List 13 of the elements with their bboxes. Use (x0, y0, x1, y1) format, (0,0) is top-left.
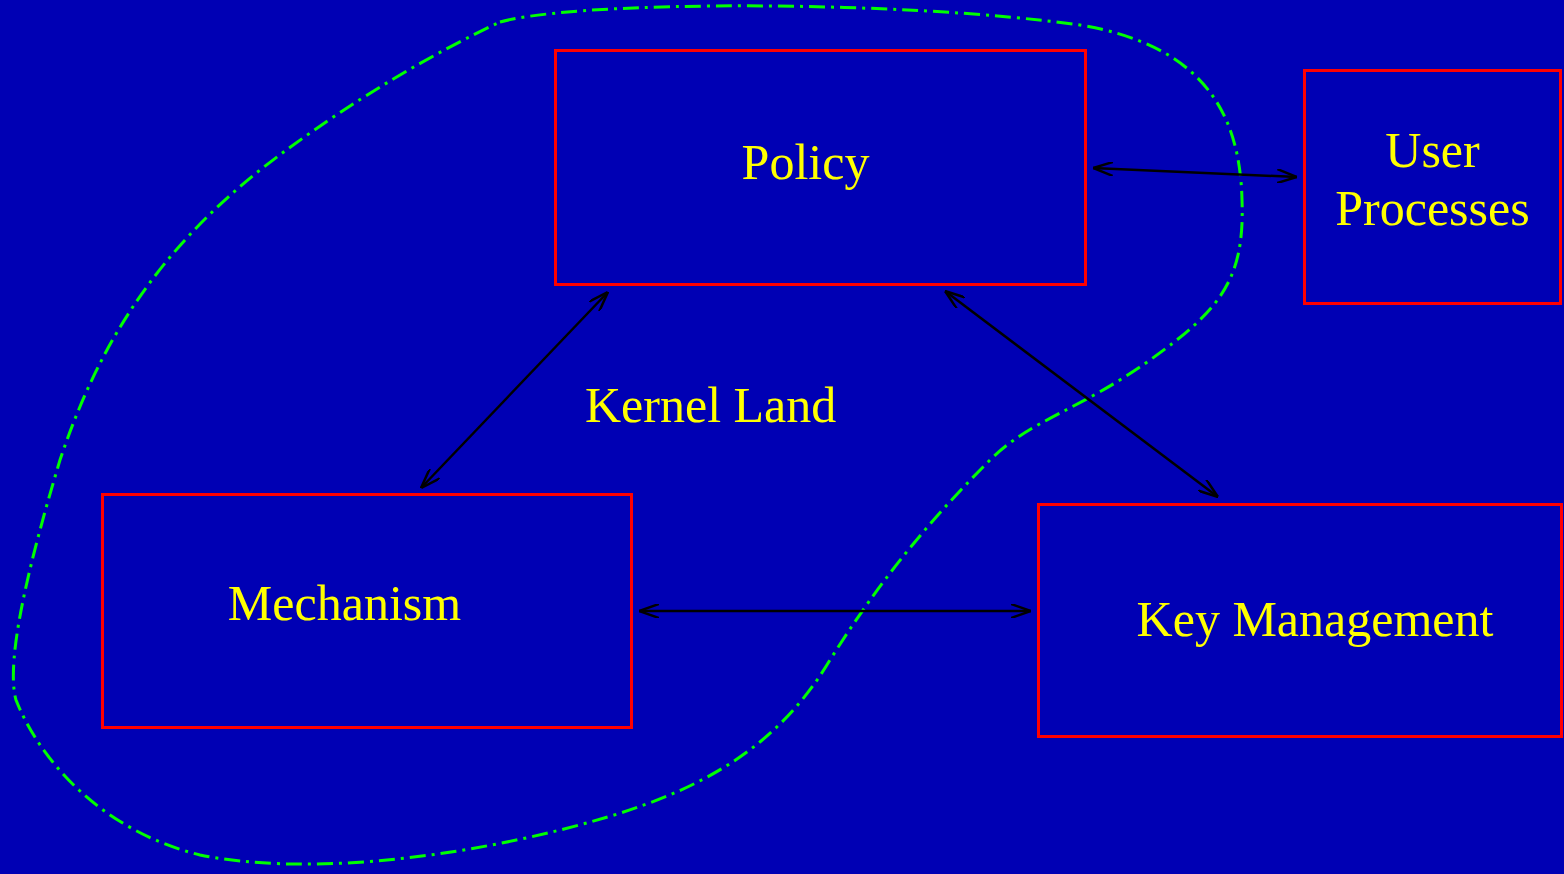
node-label: User Processes (1334, 121, 1531, 237)
double-arrow (943, 289, 1220, 499)
process-box (1303, 69, 1562, 305)
double-arrow (419, 290, 610, 490)
process-box (101, 493, 633, 729)
double-arrow (637, 602, 1033, 620)
process-box (554, 49, 1087, 286)
process-box (1037, 503, 1563, 738)
node-label: Policy (741, 132, 870, 191)
node-label: Key Management (1136, 589, 1494, 648)
node-label: Mechanism (227, 574, 462, 632)
region-label: Kernel Land (585, 376, 837, 434)
double-arrow (1091, 160, 1299, 185)
